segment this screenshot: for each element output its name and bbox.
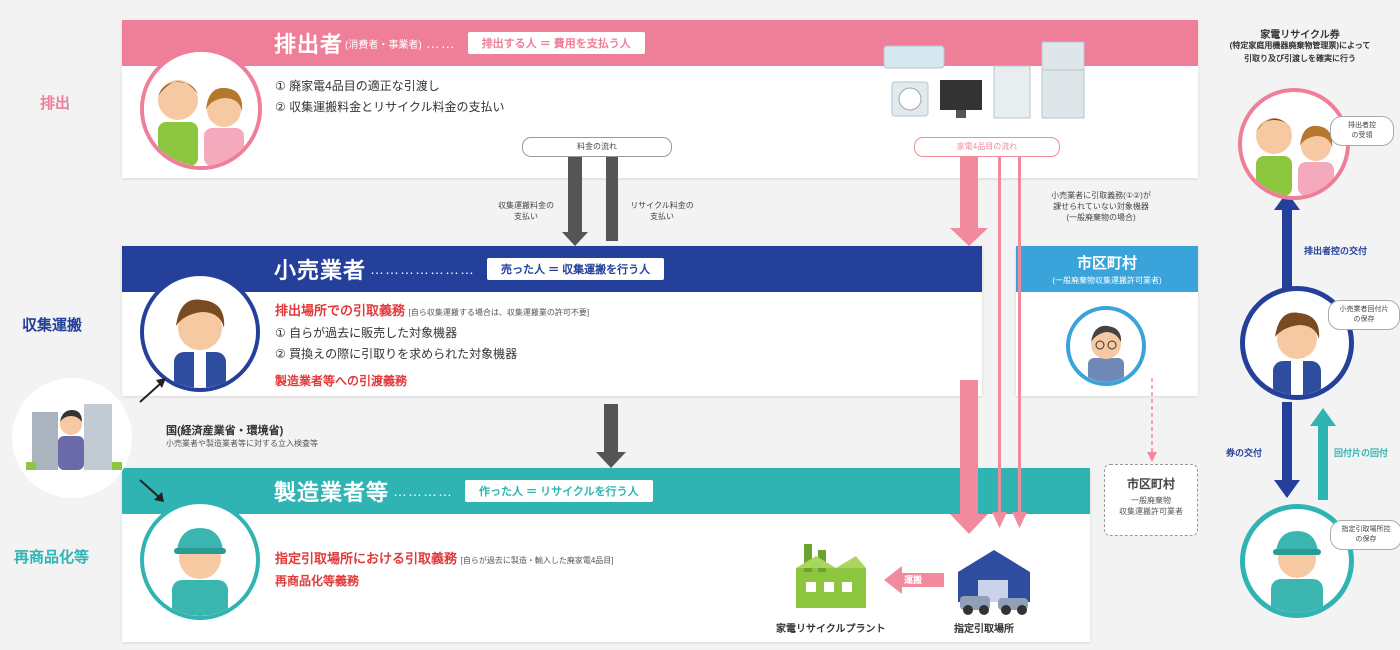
ticket-bubble-2: 小売業者回付片 の保存	[1328, 300, 1400, 330]
appliance-flow-label: 家電4品目の流れ	[914, 137, 1060, 157]
municipality-header: 市区町村 (一般廃棄物収集運搬許可業者)	[1016, 246, 1198, 292]
ticket-arrow-1-label: 排出者控の交付	[1304, 246, 1368, 256]
discharger-items: ① 廃家電4品目の適正な引渡し ② 収集運搬料金とリサイクル料金の支払い	[275, 76, 505, 118]
no-obligation-note: 小売業者に引取義務(①②)が 課せられていない対象機器 (一般廃棄物の場合)	[1051, 191, 1151, 222]
retailer-duty-1: 排出場所での引取義務	[275, 303, 406, 318]
municipality-title: 市区町村	[1076, 255, 1137, 272]
recycling-plant-icon	[790, 534, 880, 614]
discharger-avatar	[140, 48, 262, 170]
discharger-tag: 排出する人 ＝ 費用を支払う人	[467, 32, 645, 54]
ticket-discharger-avatar	[1238, 88, 1350, 200]
government-avatar	[12, 378, 132, 498]
discharger-dots: ……	[425, 35, 456, 51]
manufacturer-content: 指定引取場所における引取義務 [自らが過去に製造・輸入した廃家電4品目] 再商品…	[275, 548, 614, 592]
government-title: 国(経済産業省・環境省)	[166, 425, 284, 437]
recycling-fee-label: リサイクル料金の 支払い	[630, 201, 694, 221]
retailer-duty-2: 製造業者等への引渡義務	[275, 374, 408, 388]
row-label-collection: 収集運搬	[22, 317, 83, 334]
discharger-header: 排出者 (消費者・事業者) …… 排出する人 ＝ 費用を支払う人	[122, 20, 1198, 66]
manufacturer-avatar	[140, 500, 260, 620]
manufacturer-dots: …………	[393, 483, 454, 499]
manufacturer-duty-1: 指定引取場所における引取義務	[275, 551, 458, 566]
municipality-box: 市区町村 一般廃棄物 収集運搬許可業者	[1104, 464, 1198, 536]
discharger-subtitle: (消費者・事業者)	[345, 39, 422, 51]
manufacturer-duty-2: 再商品化等義務	[275, 574, 360, 588]
municipality-box-sub: 一般廃棄物 収集運搬許可業者	[1119, 496, 1183, 516]
government-sub: 小売業者や製造業者等に対する立入検査等	[166, 439, 318, 448]
retailer-duty-1-note: [自ら収集運搬する場合は、収集運搬業の許可不要]	[408, 308, 590, 317]
fee-flow-label: 料金の流れ	[522, 137, 672, 157]
ticket-bubble-3: 指定引取場所控 の保存	[1330, 520, 1400, 550]
discharger-title: 排出者	[274, 32, 344, 57]
ticket-arrow-2-label: 券の交付	[1226, 448, 1263, 458]
ticket-title: 家電リサイクル券	[1260, 30, 1340, 41]
retailer-tag: 売った人 ＝ 収集運搬を行う人	[487, 258, 665, 280]
municipality-sub: (一般廃棄物収集運搬許可業者)	[1052, 276, 1162, 285]
appliances-illustration	[880, 36, 1090, 124]
transport-label: 運搬	[904, 575, 923, 585]
municipality-avatar	[1066, 306, 1146, 386]
designated-site-icon	[948, 536, 1038, 616]
retailer-header: 小売業者 ………………… 売った人 ＝ 収集運搬を行う人	[122, 246, 982, 292]
manufacturer-header: 製造業者等 ………… 作った人 ＝ リサイクルを行う人	[122, 468, 1090, 514]
municipality-box-title: 市区町村	[1126, 477, 1175, 491]
retailer-title: 小売業者	[274, 258, 367, 283]
recycling-plant-label: 家電リサイクルプラント	[776, 624, 886, 635]
manufacturer-title: 製造業者等	[274, 480, 390, 505]
designated-site-label: 指定引取場所	[954, 624, 1014, 635]
retailer-content: 排出場所での引取義務 [自ら収集運搬する場合は、収集運搬業の許可不要] ① 自ら…	[275, 300, 589, 392]
manufacturer-duty-1-note: [自らが過去に製造・輸入した廃家電4品目]	[460, 556, 614, 565]
ticket-arrow-3-label: 回付片の回付	[1334, 448, 1389, 458]
discharger-item-1: ① 廃家電4品目の適正な引渡し	[275, 79, 440, 93]
discharger-item-2: ② 収集運搬料金とリサイクル料金の支払い	[275, 100, 505, 114]
ticket-sub2: 引取り及び引渡しを確実に行う	[1244, 54, 1356, 63]
retailer-dots: …………………	[370, 261, 476, 277]
row-label-recycling: 再商品化等	[14, 549, 90, 566]
retailer-item-2: ② 買換えの際に引取りを求められた対象機器	[275, 347, 518, 361]
ticket-sub: (特定家庭用機器廃棄物管理票)によって	[1229, 41, 1371, 50]
retailer-avatar	[140, 272, 260, 392]
row-label-discharge: 排出	[40, 95, 71, 112]
retailer-item-1: ① 自らが過去に販売した対象機器	[275, 326, 458, 340]
ticket-bubble-1: 排出者控 の受領	[1330, 116, 1394, 146]
collection-fee-label: 収集運搬料金の 支払い	[498, 201, 554, 221]
transport-arrow	[884, 566, 944, 594]
manufacturer-tag: 作った人 ＝ リサイクルを行う人	[465, 480, 653, 502]
